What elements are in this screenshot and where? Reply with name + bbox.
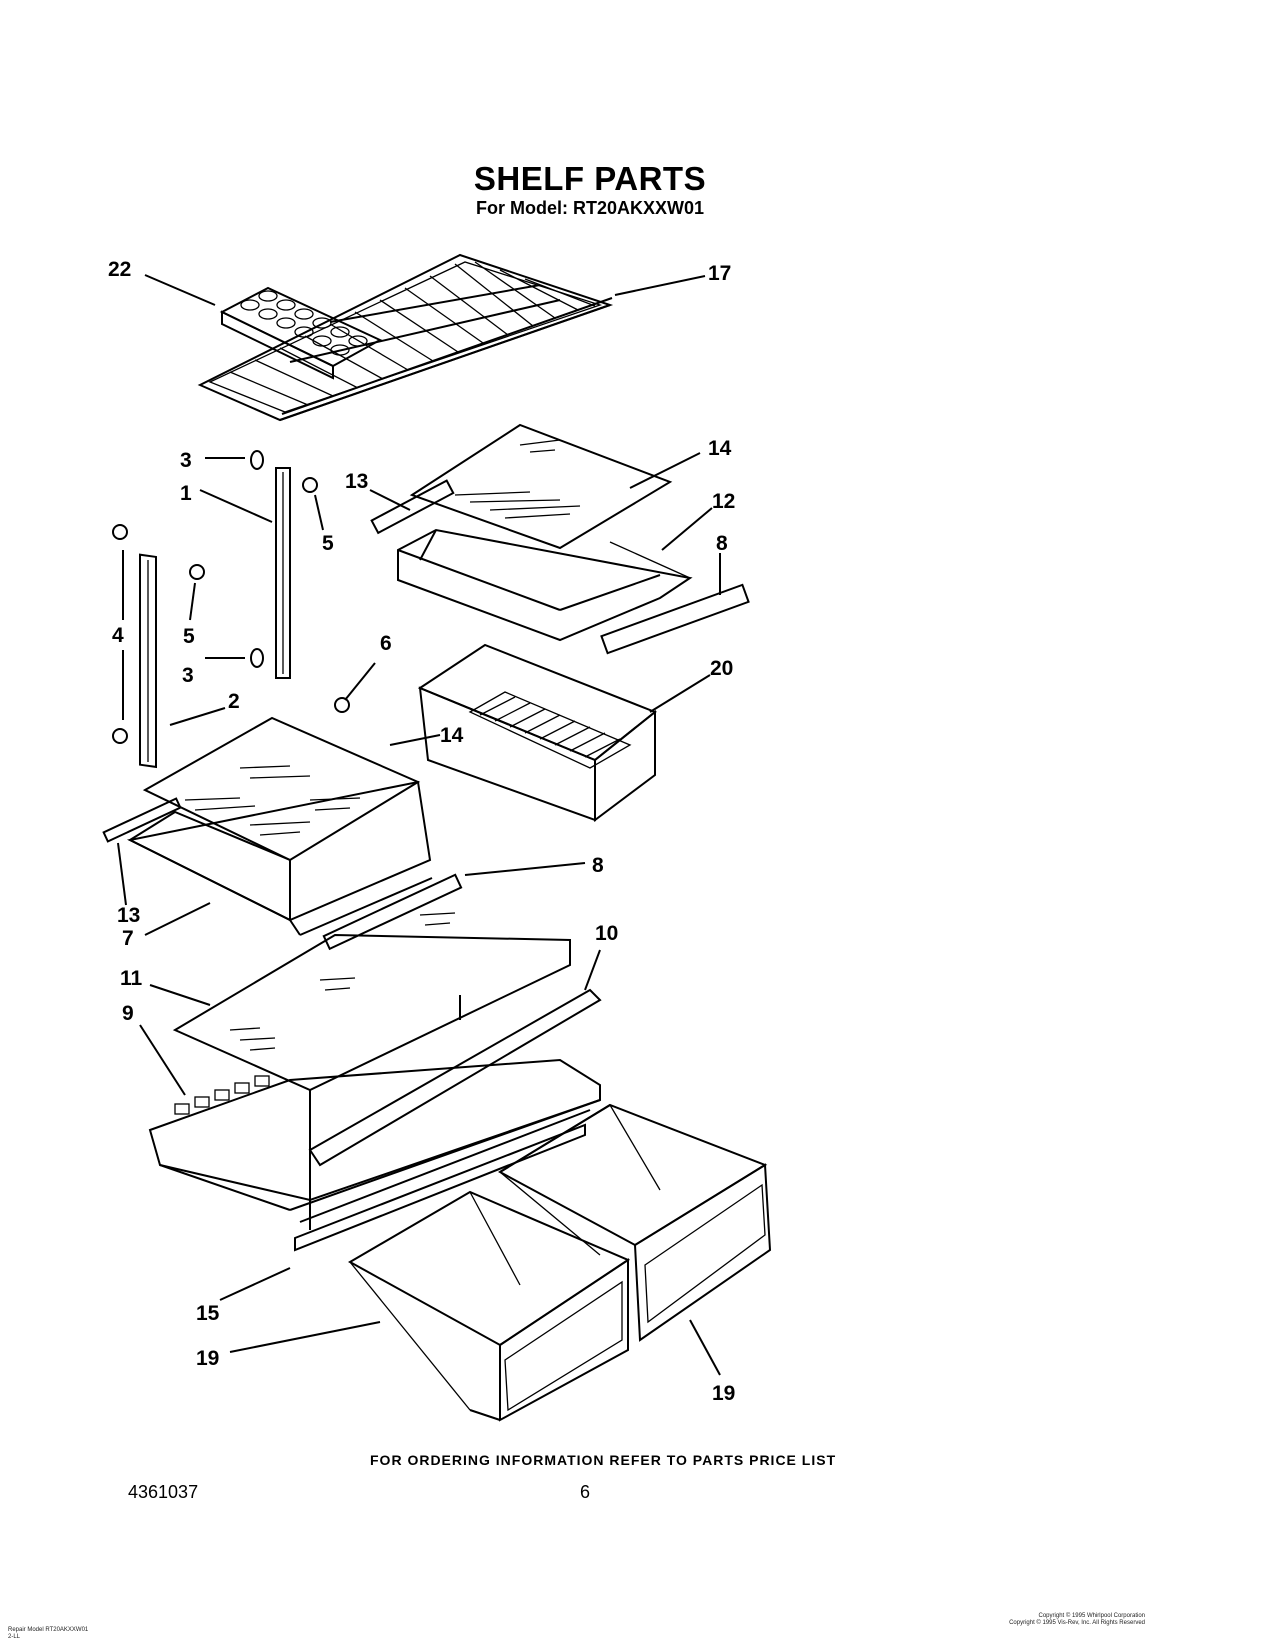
wire-shelf-illustration [197, 253, 614, 422]
middle-glass-shelf-illustration [102, 716, 433, 936]
callout-13-lower: 13 [117, 904, 140, 927]
callout-2: 2 [228, 690, 240, 713]
crisper-cover-and-frame-illustration [148, 912, 602, 1252]
callout-15: 15 [196, 1302, 220, 1325]
callout-numbers: 22 17 3 1 5 13 14 12 8 4 5 3 6 2 20 14 8… [108, 258, 735, 1405]
callout-3-lower: 3 [182, 664, 194, 687]
callout-8-lower: 8 [592, 854, 604, 877]
document-number: 4361037 [128, 1482, 199, 1502]
callout-5-right: 5 [322, 532, 334, 555]
callout-13-upper: 13 [345, 470, 368, 493]
callout-17: 17 [708, 262, 731, 285]
callout-7: 7 [122, 927, 134, 950]
fine-print-right: Copyright © 1995 Whirlpool Corporation C… [955, 1613, 1145, 1627]
callout-1: 1 [180, 482, 192, 505]
callout-10: 10 [595, 922, 618, 945]
callout-12: 12 [712, 490, 735, 513]
callout-6: 6 [380, 632, 392, 655]
fine-print-left-line1: Repair Model RT20AKXXW01 [8, 1627, 89, 1633]
callout-19-left: 19 [196, 1347, 219, 1370]
fine-print-right-line2: Copyright © 1995 Vis-Rev, Inc. All Right… [1009, 1620, 1145, 1626]
upper-glass-shelf-illustration [370, 423, 750, 655]
callout-8-upper: 8 [716, 532, 728, 555]
callout-20: 20 [710, 657, 733, 680]
callout-22: 22 [108, 258, 131, 281]
ordering-information-note: FOR ORDERING INFORMATION REFER TO PARTS … [370, 1452, 837, 1468]
shelf-trim-bar-illustration [322, 873, 463, 951]
page-title: SHELF PARTS [473, 160, 707, 197]
shelf-support-rails-illustration [112, 450, 350, 769]
callout-9: 9 [122, 1002, 134, 1025]
fine-print-right-line1: Copyright © 1995 Whirlpool Corporation [1038, 1613, 1145, 1619]
callout-14-upper: 14 [708, 437, 732, 460]
crisper-drawers-illustration [347, 1103, 772, 1422]
callout-11: 11 [120, 967, 143, 990]
callout-19-right: 19 [712, 1382, 735, 1405]
egg-tray-illustration [219, 286, 383, 380]
callout-3-upper: 3 [180, 449, 192, 472]
model-subtitle: For Model: RT20AKXXW01 [475, 198, 705, 218]
meat-drawer-illustration [417, 643, 657, 822]
page-number: 6 [580, 1482, 591, 1502]
fine-print-left-line2: 2-LL [8, 1634, 21, 1640]
fine-print-left: Repair Model RT20AKXXW01 2-LL [8, 1627, 88, 1641]
callout-leader-lines [117, 274, 721, 1376]
callout-4: 4 [112, 624, 124, 647]
callout-5-left: 5 [183, 625, 195, 648]
callout-14-lower: 14 [440, 724, 464, 747]
